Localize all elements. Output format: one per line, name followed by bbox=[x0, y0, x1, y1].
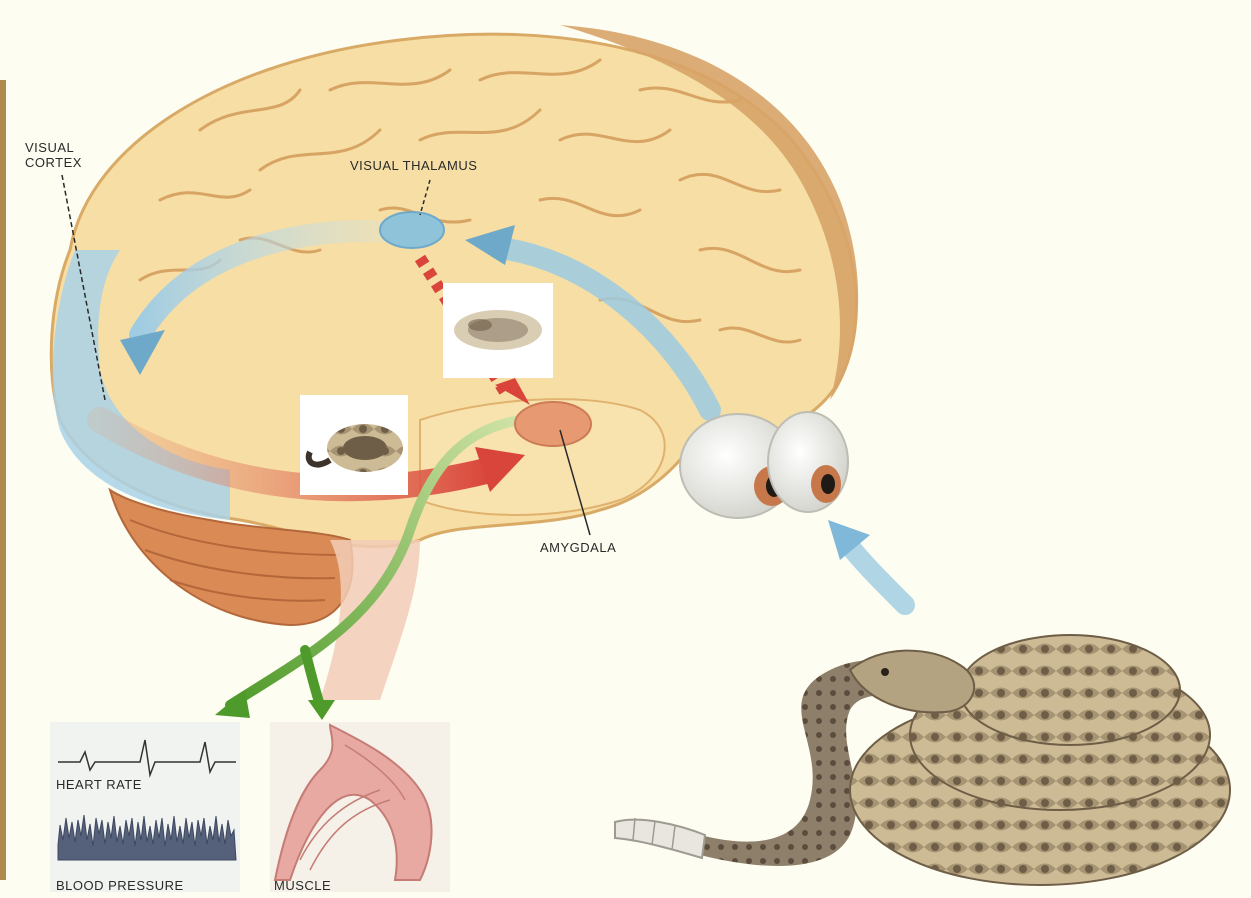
muscle-label: MUSCLE bbox=[274, 878, 331, 893]
heart-rate-label: HEART RATE bbox=[56, 777, 142, 792]
visual-thalamus-label: VISUAL THALAMUS bbox=[350, 158, 477, 173]
amygdala-label: AMYGDALA bbox=[540, 540, 616, 555]
blood-pressure-label: BLOOD PRESSURE bbox=[56, 878, 184, 893]
